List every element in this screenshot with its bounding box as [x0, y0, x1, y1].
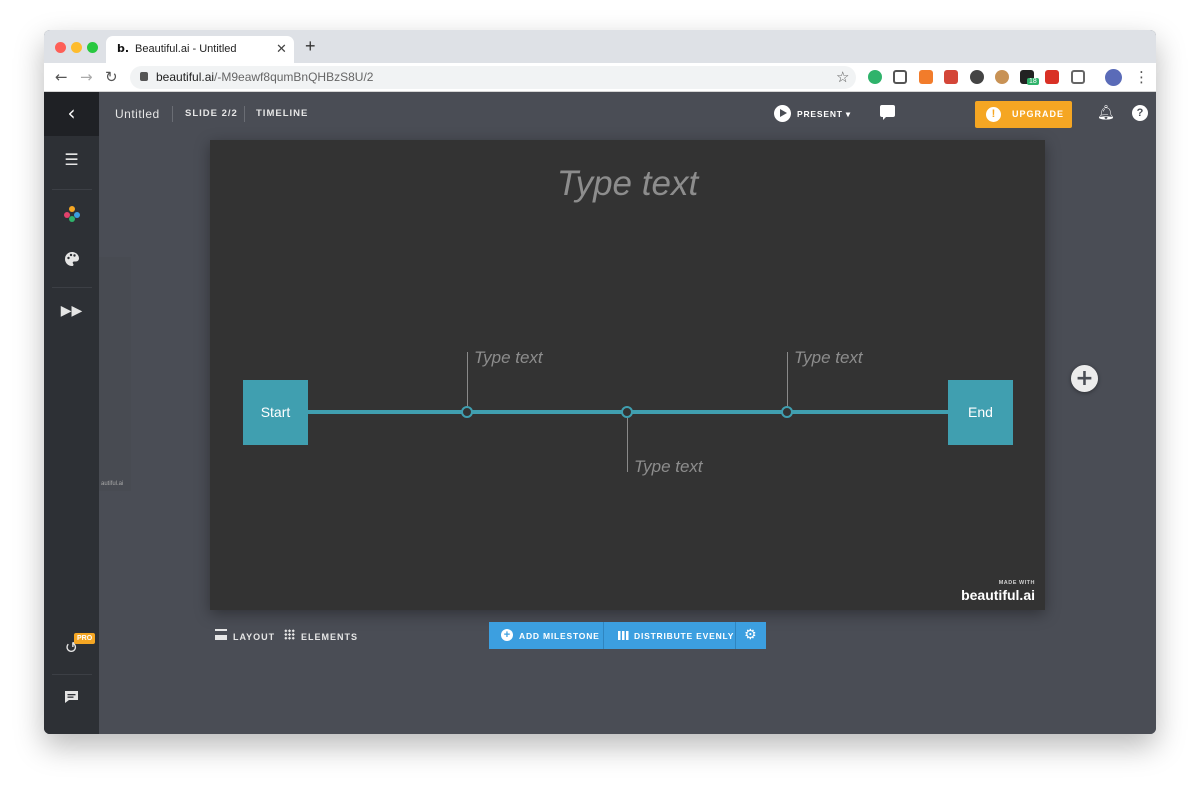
reload-icon[interactable]: ↻ [105, 68, 118, 86]
tab-title: Beautiful.ai - Untitled [135, 43, 237, 55]
previous-slide-thumbnail[interactable]: autiful.ai [99, 257, 131, 491]
slide-title[interactable]: Type text [556, 164, 699, 203]
palette-icon[interactable] [44, 251, 99, 271]
layout-name[interactable]: TIMELINE [256, 108, 309, 119]
elements-grid-icon[interactable] [284, 629, 295, 640]
milestone-stem [787, 352, 788, 406]
forward-arrow-icon[interactable]: → [80, 68, 93, 86]
maximize-window-button[interactable] [87, 42, 98, 53]
back-chevron-icon[interactable]: ‹ [44, 92, 99, 136]
new-tab-button[interactable]: + [305, 36, 316, 56]
browser-tab[interactable]: b. Beautiful.ai - Untitled ✕ [106, 36, 294, 63]
palette-shape [64, 252, 79, 266]
fast-forward-icon[interactable]: ▶▶ [60, 303, 83, 319]
timeline-end[interactable]: End [948, 380, 1013, 445]
app-area: ‹ ☰ ▶▶ ↺ P [44, 92, 1156, 734]
beautiful-ai-logo: beautiful.ai [961, 587, 1035, 603]
back-arrow-icon[interactable]: ← [55, 68, 68, 86]
milestone-label[interactable]: Type text [474, 348, 543, 367]
action-bar-divider [735, 622, 736, 649]
add-slide-button[interactable]: + [1071, 365, 1098, 392]
close-window-button[interactable] [55, 42, 66, 53]
hamburger-menu-icon[interactable]: ☰ [64, 150, 79, 169]
google-plus-extension-icon[interactable] [944, 70, 958, 84]
layout-icon[interactable] [215, 629, 227, 640]
notification-bell-icon[interactable]: 🔔︎ [1097, 105, 1115, 121]
milestone-node[interactable] [781, 406, 793, 418]
sidebar-divider [52, 189, 92, 190]
beautiful-ai-favicon-icon: b. [117, 42, 130, 55]
chat-bubble-shape [65, 691, 78, 703]
browser-menu-icon[interactable]: ⋮ [1134, 68, 1149, 86]
url-text: beautiful.ai/-M9eawf8qumBnQHBzS8U/2 [156, 70, 373, 84]
gear-icon[interactable]: ⚙ [744, 627, 757, 643]
profile-avatar[interactable] [1105, 69, 1122, 86]
columns-icon [618, 631, 629, 640]
play-icon[interactable] [774, 105, 791, 122]
pro-badge: PRO [74, 633, 96, 644]
snowflake-extension-icon[interactable] [970, 70, 984, 84]
extension-badge: 18 [1027, 78, 1039, 85]
add-milestone-label: ADD MILESTONE [519, 631, 600, 641]
milestone-stem [467, 352, 468, 406]
lock-icon [140, 72, 148, 81]
milestone-node[interactable] [461, 406, 473, 418]
browser-window: b. Beautiful.ai - Untitled ✕ + ← → ↻ bea… [44, 30, 1156, 734]
document-title[interactable]: Untitled [115, 107, 160, 121]
present-button[interactable]: PRESENT ▾ [797, 109, 851, 119]
feedback-chat-icon[interactable] [44, 689, 99, 708]
sidebar-divider [52, 287, 92, 288]
distribute-evenly-button[interactable]: DISTRIBUTE EVENLY [604, 622, 735, 649]
distribute-evenly-label: DISTRIBUTE EVENLY [634, 631, 735, 641]
red-extension-icon[interactable] [1045, 70, 1059, 84]
shield-extension-icon[interactable] [1071, 70, 1085, 84]
toolbar-divider [172, 106, 173, 122]
orange-extension-icon[interactable] [919, 70, 933, 84]
address-bar: ← → ↻ beautiful.ai/-M9eawf8qumBnQHBzS8U/… [44, 63, 1156, 92]
slide-indicator[interactable]: SLIDE 2/2 [185, 108, 238, 119]
alert-icon: ! [986, 107, 1001, 122]
pocket-extension-icon[interactable] [893, 70, 907, 84]
cookie-extension-icon[interactable] [995, 70, 1009, 84]
grammarly-extension-icon[interactable] [868, 70, 882, 84]
action-bar-divider [603, 622, 604, 649]
upgrade-label: UPGRADE [1012, 109, 1065, 119]
toolbar-divider [244, 106, 245, 122]
bookmark-star-icon[interactable]: ☆ [836, 68, 850, 86]
url-host: beautiful.ai [156, 70, 215, 84]
editor-toolbar: Untitled SLIDE 2/2 TIMELINE PRESENT ▾ ! … [99, 92, 1156, 136]
timeline-start[interactable]: Start [243, 380, 308, 445]
add-milestone-button[interactable]: + ADD MILESTONE [489, 622, 603, 649]
milestone-label[interactable]: Type text [794, 348, 863, 367]
url-path: /-M9eawf8qumBnQHBzS8U/2 [214, 70, 374, 84]
tab-strip: b. Beautiful.ai - Untitled ✕ + [44, 30, 1156, 63]
timeline-action-bar: + ADD MILESTONE DISTRIBUTE EVENLY ⚙ [489, 622, 766, 649]
url-field[interactable]: beautiful.ai/-M9eawf8qumBnQHBzS8U/2 ☆ [130, 66, 856, 89]
milestone-node[interactable] [621, 406, 633, 418]
comment-icon[interactable] [880, 105, 895, 120]
thumbnail-brand: autiful.ai [101, 481, 124, 487]
slide-canvas[interactable]: Type text Start End Type text Type text … [210, 140, 1045, 610]
minimize-window-button[interactable] [71, 42, 82, 53]
left-sidebar: ‹ ☰ ▶▶ ↺ P [44, 92, 99, 734]
made-with-text: MADE WITH [998, 580, 1035, 586]
milestone-label[interactable]: Type text [634, 457, 703, 476]
layout-button[interactable]: LAYOUT [233, 632, 276, 642]
plus-circle-icon: + [501, 629, 513, 641]
help-icon[interactable]: ? [1132, 105, 1148, 121]
present-label: PRESENT [797, 109, 843, 119]
upgrade-button[interactable]: ! UPGRADE [975, 101, 1072, 128]
sidebar-divider [52, 674, 92, 675]
tab-close-icon[interactable]: ✕ [276, 41, 287, 56]
add-elements-icon[interactable] [44, 205, 99, 227]
milestone-stem [627, 418, 628, 472]
elements-button[interactable]: ELEMENTS [301, 632, 359, 642]
colored-dots-icon [63, 206, 80, 222]
